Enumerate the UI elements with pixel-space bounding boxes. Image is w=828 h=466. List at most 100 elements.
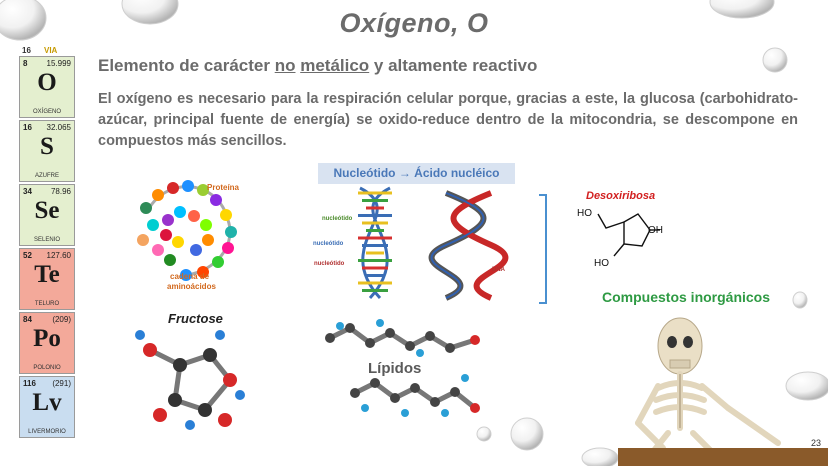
nucleotido-label-2: nucleótido [313, 241, 344, 247]
amino-label-1: cadena de [170, 272, 210, 281]
atom-sphere [180, 269, 192, 281]
atom-sphere [376, 319, 384, 327]
atom-sphere [390, 393, 400, 403]
element-mass: 127.60 [46, 251, 71, 260]
element-number: 16 [23, 123, 32, 132]
bracket-figure [539, 194, 547, 304]
atom-sphere [198, 403, 212, 417]
atom-sphere [470, 335, 480, 345]
element-number: 34 [23, 187, 32, 196]
atom-sphere [174, 206, 186, 218]
skeleton-figure [618, 317, 828, 466]
atom-sphere [197, 266, 209, 278]
atom-sphere [416, 349, 424, 357]
atom-sphere [172, 236, 184, 248]
atom-sphere [152, 244, 164, 256]
atom-sphere [220, 209, 232, 221]
atom-sphere [143, 343, 157, 357]
atom-sphere [140, 202, 152, 214]
atom-sphere [188, 210, 200, 222]
element-name: POLONIO [33, 365, 61, 371]
nucleotido-label-3: nucleótido [314, 261, 345, 267]
element-symbol: S [40, 133, 54, 160]
amino-label-2: aminoácidos [167, 282, 216, 291]
protein-figure [137, 180, 237, 281]
element-symbol: Lv [32, 389, 62, 416]
atom-sphere [190, 244, 202, 256]
atom-sphere [200, 219, 212, 231]
atom-sphere [225, 226, 237, 238]
atom-sphere [185, 420, 195, 430]
element-number: 52 [23, 251, 32, 260]
atom-sphere [235, 390, 245, 400]
atom-sphere [425, 331, 435, 341]
atom-sphere [137, 234, 149, 246]
fructose-label: Fructose [168, 311, 223, 326]
element-mass: 15.999 [46, 59, 71, 68]
atom-sphere [385, 328, 395, 338]
element-symbol: Po [33, 325, 61, 352]
group-number: 16 [22, 46, 31, 55]
page-number: 23 [810, 438, 821, 448]
fructose-molecule-figure [135, 330, 245, 430]
desoxirribosa-label: Desoxiribosa [586, 190, 656, 202]
atom-sphere [197, 184, 209, 196]
atom-sphere [160, 229, 172, 241]
group-label: VIA [44, 46, 58, 55]
subtitle-metalico: metálico [300, 56, 370, 75]
element-number: 8 [23, 59, 28, 68]
atom-sphere [203, 348, 217, 362]
atom-sphere [218, 413, 232, 427]
slide-paragraph: El oxígeno es necesario para la respirac… [98, 91, 798, 149]
inorganic-compounds-label: Compuestos inorgánicos [602, 289, 771, 305]
atom-sphere [152, 189, 164, 201]
slide-title: Oxígeno, O [339, 8, 489, 38]
dna-label: DNA [492, 267, 505, 273]
element-name: SELENIO [33, 237, 60, 243]
element-symbol: Se [34, 197, 60, 224]
element-number: 84 [23, 315, 32, 324]
atom-sphere [168, 393, 182, 407]
atom-sphere [325, 333, 335, 343]
atom-sphere [401, 409, 409, 417]
atom-sphere [370, 378, 380, 388]
protein-label: Proteína [207, 183, 240, 192]
element-name: AZUFRE [35, 173, 59, 179]
element-name: LIVERMORIO [28, 429, 66, 435]
atom-sphere [167, 182, 179, 194]
ho-top-label: HO [577, 208, 592, 219]
atom-sphere [212, 256, 224, 268]
atom-sphere [405, 341, 415, 351]
oh-right-label: OH [648, 225, 663, 236]
atom-sphere [430, 397, 440, 407]
element-mass: 32.065 [46, 123, 71, 132]
atom-sphere [164, 254, 176, 266]
ho-bottom-label: HO [594, 258, 609, 269]
atom-sphere [153, 408, 167, 422]
atom-sphere [222, 242, 234, 254]
atom-sphere [162, 214, 174, 226]
element-name: TELURO [34, 301, 60, 307]
subtitle-text: Elemento de carácter [98, 56, 275, 75]
atom-sphere [445, 343, 455, 353]
dna-ladder-figure [358, 186, 392, 300]
atom-sphere [461, 374, 469, 382]
element-name: OXÍGENO [32, 109, 61, 115]
atom-sphere [182, 180, 194, 192]
dna-helix-figure [428, 190, 509, 301]
atom-sphere [470, 403, 480, 413]
atom-sphere [210, 194, 222, 206]
atom-sphere [202, 234, 214, 246]
nucleotide-to-nucleic-acid-bar: Nucleótido → Ácido nucléico [318, 163, 515, 184]
subtitle-text-end: y altamente reactivo [369, 56, 538, 75]
atom-sphere [135, 330, 145, 340]
atom-sphere [361, 404, 369, 412]
nucleotido-label-1: nucleótido [322, 216, 353, 222]
